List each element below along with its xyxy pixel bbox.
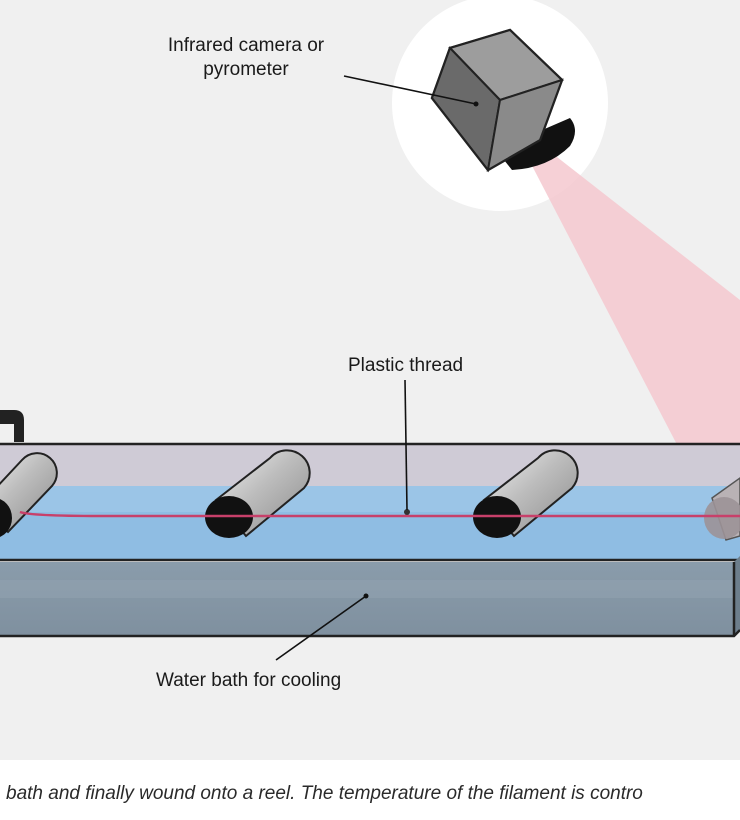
figure-caption: bath and finally wound onto a reel. The … — [6, 783, 643, 804]
tank-front-face — [0, 562, 734, 636]
camera-label: Infrared camera or pyrometer — [167, 35, 325, 80]
ir-beam — [528, 150, 740, 512]
extrusion-cooling-diagram — [0, 0, 740, 661]
plastic-thread — [19, 510, 740, 518]
diagram-area: Infrared camera or pyrometer Plastic thr… — [0, 0, 740, 760]
tank-side-face — [734, 556, 740, 636]
roller-left — [0, 452, 58, 537]
left-clamp — [0, 410, 24, 442]
infrared-camera — [430, 28, 575, 173]
bath-leader — [275, 595, 367, 661]
tank-top-face — [0, 444, 740, 486]
thread-label: Plastic thread — [348, 355, 464, 376]
thread-leader — [404, 379, 408, 511]
water-bath-label: Water bath for cooling — [156, 670, 342, 691]
camera-leader — [343, 75, 477, 105]
roller-far-right — [704, 477, 740, 541]
